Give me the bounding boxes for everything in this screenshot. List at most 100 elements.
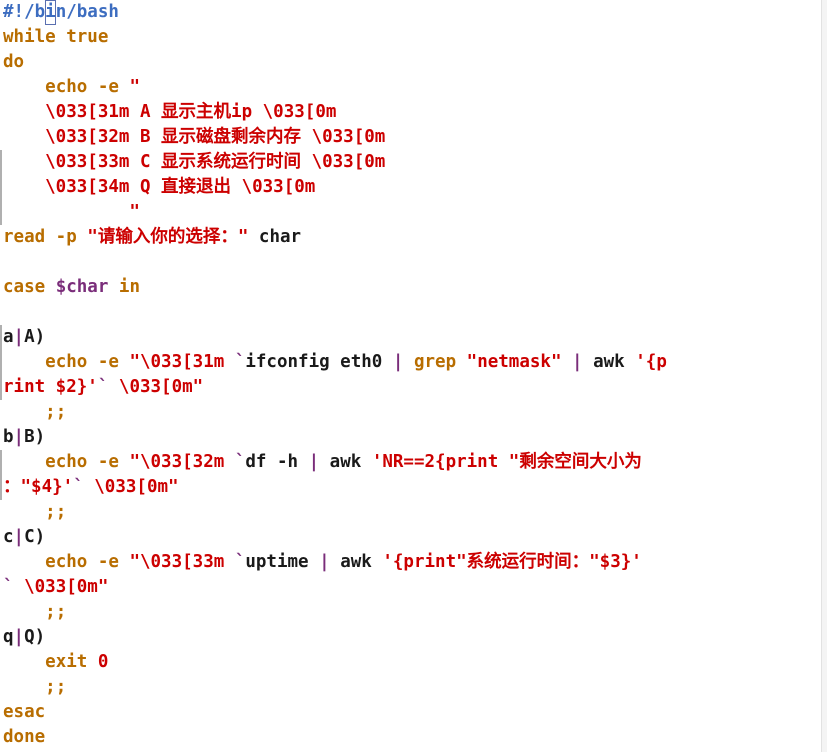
code-token: A) [24,327,46,347]
code-token: b [3,427,14,447]
code-line: b|B) [3,425,822,450]
code-token: awk [329,552,383,572]
code-token: ;; [45,502,67,522]
code-token: awk [582,352,636,372]
code-token: echo -e [45,77,130,97]
code-token: ："$4}' [3,477,74,497]
code-token: ` [3,577,14,597]
code-token: | [13,327,25,347]
code-token: | [308,452,320,472]
text-cursor: i [45,0,56,25]
code-token [3,602,45,622]
code-token: "请输入你的选择：" [87,227,249,247]
code-line: a|A) [3,325,822,350]
code-token: echo -e [45,352,130,372]
code-token: '{print"系统运行时间："$3}' [382,552,642,572]
code-line: echo -e "\033[31m `ifconfig eth0 | grep … [3,350,822,375]
code-token: \033[33m C 显示系统运行时间 \033[0m [3,152,386,172]
code-line: echo -e " [3,75,822,100]
code-token: $char [55,277,109,297]
code-line: q|Q) [3,625,822,650]
code-line: \033[34m Q 直接退出 \033[0m [3,175,822,200]
code-token: \033[0m" [83,477,179,497]
code-token: 0 [97,652,109,672]
code-token: echo -e [45,452,130,472]
code-line: rint $2}'` \033[0m" [3,375,822,400]
code-token: | [13,527,25,547]
code-token: c [3,527,14,547]
code-line: ;; [3,675,822,700]
code-token: in [108,277,140,297]
code-token: ;; [45,402,67,422]
code-token: " [3,202,140,222]
code-token: esac [3,702,46,722]
wrap-marker [0,325,2,400]
code-token: \033[34m Q 直接退出 \033[0m [3,177,316,197]
code-token: | [13,427,25,447]
code-token: \033[32m B 显示磁盘剩余内存 \033[0m [3,127,386,147]
code-line: ;; [3,400,822,425]
code-token [3,77,45,97]
code-token [3,452,45,472]
code-token: a [3,327,14,347]
code-token [561,352,572,372]
code-line: while true [3,25,822,50]
code-token: "\033[33m [129,552,235,572]
code-token: ;; [45,677,67,697]
code-token: while true [3,27,109,47]
code-token: ` [234,552,246,572]
wrap-marker [0,150,2,225]
code-token: 'NR==2{print "剩余空间大小为 [371,452,642,472]
code-line: exit 0 [3,650,822,675]
code-token: uptime [245,552,320,572]
code-token: | [392,352,404,372]
code-line: echo -e "\033[32m `df -h | awk 'NR==2{pr… [3,450,822,475]
code-line: \033[33m C 显示系统运行时间 \033[0m [3,150,822,175]
code-token: | [13,627,25,647]
code-token: ` [73,477,84,497]
code-token: | [319,552,330,572]
code-token: C) [24,527,46,547]
code-token: ` [97,377,109,397]
code-line: do [3,50,822,75]
code-token: Q) [24,627,46,647]
code-line: case $char in [3,275,822,300]
code-token: grep [413,352,467,372]
code-line: done [3,725,822,750]
code-token [3,652,45,672]
code-line: #!/bin/bash [3,0,822,25]
code-token: read -p [3,227,88,247]
code-token: "netmask" [466,352,562,372]
code-token: echo -e [45,552,130,572]
code-token [3,402,45,422]
code-line: read -p "请输入你的选择：" char [3,225,822,250]
code-line: ` \033[0m" [3,575,822,600]
code-line: ;; [3,500,822,525]
code-token [3,502,45,522]
wrap-marker [0,450,2,500]
code-line: \033[31m A 显示主机ip \033[0m [3,100,822,125]
code-line [3,300,822,325]
code-line: \033[32m B 显示磁盘剩余内存 \033[0m [3,125,822,150]
code-token: " [129,77,140,97]
code-token: rint $2}' [3,377,98,397]
code-line: ："$4}'` \033[0m" [3,475,822,500]
code-token: "\033[32m [129,452,235,472]
code-token: ` [234,452,246,472]
code-token: #!/b [3,2,46,22]
code-token [3,352,45,372]
code-line [3,250,822,275]
code-line: ;; [3,600,822,625]
code-token: ;; [45,602,67,622]
code-token: char [248,227,302,247]
code-line: " [3,200,822,225]
code-token [403,352,414,372]
code-token: n/bash [55,2,119,22]
code-token: B) [24,427,46,447]
code-token: \033[0m" [13,577,109,597]
code-token: | [572,352,583,372]
code-line: echo -e "\033[33m `uptime | awk '{print"… [3,550,822,575]
code-token: ifconfig eth0 [245,352,393,372]
vertical-scrollbar[interactable] [821,0,827,752]
